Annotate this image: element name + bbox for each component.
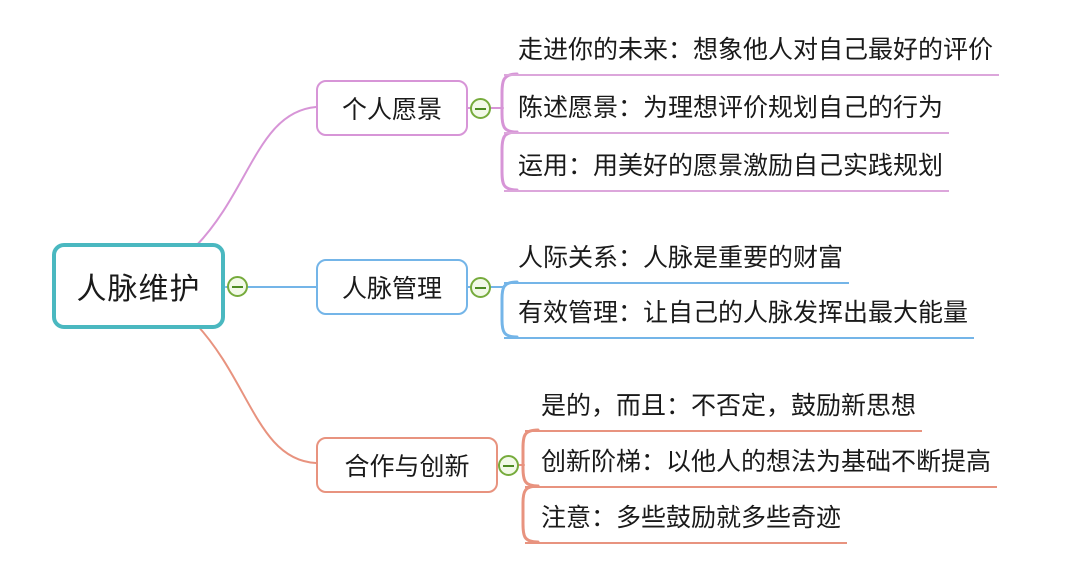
- child-topic[interactable]: 有效管理：让自己的人脉发挥出最大能量: [504, 299, 975, 339]
- child-topic[interactable]: 运用：用美好的愿景激励自己实践规划: [504, 152, 950, 192]
- branch-topic-cooperation-innovation[interactable]: 合作与创新: [316, 437, 498, 493]
- root-topic[interactable]: 人脉维护: [52, 243, 225, 329]
- child-topic[interactable]: 人际关系：人脉是重要的财富: [504, 244, 850, 284]
- connector-root-branch1: [195, 106, 317, 247]
- branch-topic-network-management[interactable]: 人脉管理: [316, 259, 468, 315]
- connector-root-branch3: [195, 323, 317, 464]
- minus-icon: [475, 286, 486, 289]
- branch-topic-personal-vision[interactable]: 个人愿景: [316, 80, 468, 136]
- connector-branch1-bracket-top: [500, 72, 519, 134]
- child-topic[interactable]: 是的，而且：不否定，鼓励新思想: [525, 392, 923, 432]
- child-topic[interactable]: 陈述愿景：为理想评价规划自己的行为: [504, 94, 950, 134]
- collapse-minus-icon[interactable]: [470, 277, 491, 298]
- minus-icon: [475, 107, 486, 110]
- collapse-minus-icon[interactable]: [470, 98, 491, 119]
- child-topic[interactable]: 创新阶梯：以他人的想法为基础不断提高: [525, 448, 998, 488]
- child-topic[interactable]: 注意：多些鼓励就多些奇迹: [525, 504, 848, 544]
- child-topic[interactable]: 走进你的未来：想象他人对自己最好的评价: [504, 36, 1000, 76]
- collapse-minus-icon[interactable]: [498, 455, 519, 476]
- collapse-minus-icon[interactable]: [227, 276, 248, 297]
- minus-icon: [232, 285, 243, 288]
- minus-icon: [503, 464, 514, 467]
